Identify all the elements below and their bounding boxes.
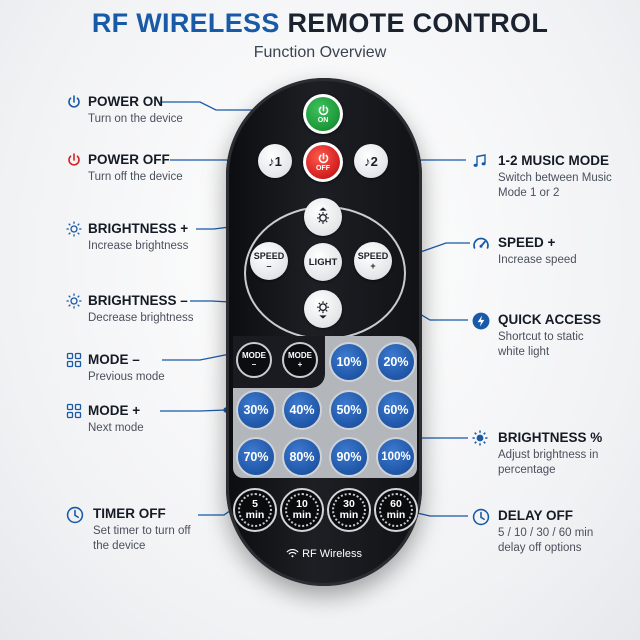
sun-icon (66, 221, 82, 237)
grid-icon (66, 403, 82, 419)
title-product: REMOTE CONTROL (287, 8, 549, 38)
timer-30-button[interactable]: 30 min (327, 488, 371, 532)
power-off-button[interactable]: OFF (303, 142, 343, 182)
brightness-100-button[interactable]: 100% (376, 437, 416, 477)
timer-ring (238, 493, 272, 527)
sun-down-icon (317, 301, 329, 319)
timer-ring (332, 493, 366, 527)
brightness-20-button[interactable]: 20% (376, 342, 416, 382)
brightness-plus-button[interactable] (304, 198, 342, 236)
speed-minus-button[interactable]: SPEED – (250, 242, 288, 280)
brightness-minus-button[interactable] (304, 290, 342, 328)
page-subtitle: Function Overview (253, 44, 387, 61)
light-button[interactable]: LIGHT (304, 243, 342, 281)
label-power-on: POWER ON Turn on the device (66, 94, 183, 127)
page-title: RF WIRELESS REMOTE CONTROL (0, 8, 640, 39)
speed-plus-button[interactable]: SPEED + (354, 242, 392, 280)
sun-icon (66, 293, 82, 309)
power-icon (318, 104, 328, 116)
brightness-60-button[interactable]: 60% (376, 390, 416, 430)
brightness-90-button[interactable]: 90% (329, 437, 369, 477)
sun-filled-icon (472, 430, 488, 446)
brightness-70-button[interactable]: 70% (236, 437, 276, 477)
mode-minus-button[interactable]: MODE – (236, 342, 272, 378)
brightness-10-button[interactable]: 10% (329, 342, 369, 382)
label-quick-access: QUICK ACCESS Shortcut to static white li… (472, 312, 612, 360)
label-brightness-percent: BRIGHTNESS % Adjust brightness in percen… (472, 430, 612, 478)
music-mode-2-button[interactable]: ♪2 (354, 144, 388, 178)
clock-icon (66, 506, 84, 524)
label-delay-off: DELAY OFF 5 / 10 / 30 / 60 min delay off… (472, 508, 612, 556)
wifi-icon (286, 548, 299, 558)
grid-icon (66, 352, 82, 368)
label-brightness-minus: BRIGHTNESS – Decrease brightness (66, 293, 193, 326)
label-brightness-plus: BRIGHTNESS + Increase brightness (66, 221, 188, 254)
music-note-icon (473, 154, 486, 167)
power-on-face: ON (306, 97, 340, 131)
remote-brand: RF Wireless (226, 548, 422, 560)
power-on-button[interactable]: ON (303, 94, 343, 134)
timer-5-button[interactable]: 5 min (233, 488, 277, 532)
power-icon (318, 152, 328, 164)
timer-10-button[interactable]: 10 min (280, 488, 324, 532)
lightning-icon (472, 312, 490, 330)
brightness-80-button[interactable]: 80% (282, 437, 322, 477)
clock-icon (472, 508, 490, 526)
timer-ring (379, 493, 413, 527)
brightness-40-button[interactable]: 40% (282, 390, 322, 430)
label-power-off: POWER OFF Turn off the device (66, 152, 183, 185)
brightness-30-button[interactable]: 30% (236, 390, 276, 430)
music-mode-1-button[interactable]: ♪1 (258, 144, 292, 178)
title-brand: RF WIRELESS (91, 8, 280, 38)
label-music-mode: 1-2 MUSIC MODE Switch between Music Mode… (472, 153, 612, 201)
label-speed-plus: SPEED + Increase speed (472, 235, 612, 268)
label-timer-off: TIMER OFF Set timer to turn off the devi… (66, 506, 196, 554)
speedometer-icon (473, 237, 489, 249)
mode-plus-button[interactable]: MODE + (282, 342, 318, 378)
brightness-50-button[interactable]: 50% (329, 390, 369, 430)
power-off-face: OFF (306, 145, 340, 179)
label-mode-plus: MODE + Next mode (66, 403, 144, 436)
label-mode-minus: MODE – Previous mode (66, 352, 165, 385)
power-icon (68, 153, 80, 166)
power-icon (68, 95, 80, 108)
sun-up-icon (317, 207, 329, 224)
timer-60-button[interactable]: 60 min (374, 488, 418, 532)
timer-ring (285, 493, 319, 527)
